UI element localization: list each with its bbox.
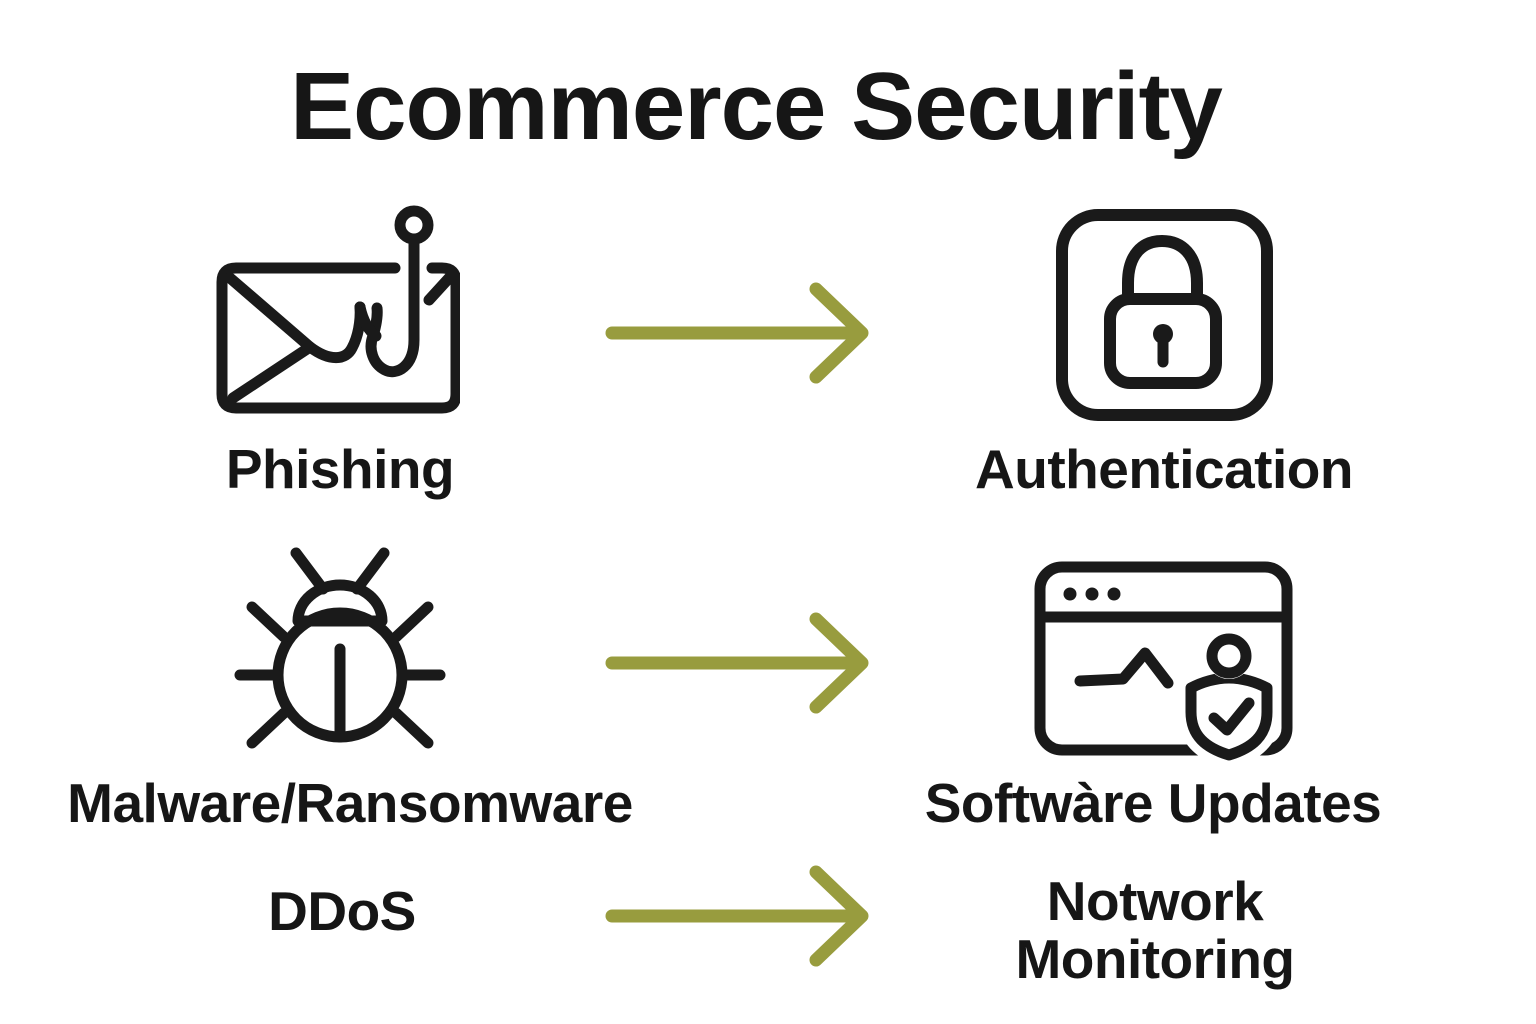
browser-update-shield-icon [1030, 555, 1300, 775]
solution-label-software-updates: Softwàre Updates [924, 772, 1382, 834]
fish-hook [365, 233, 420, 377]
phishing-email-hook-icon [200, 190, 460, 440]
page-title: Ecommerce Security [290, 53, 1223, 160]
solution-label-network-monitoring: Notwork Monitoring [1015, 870, 1295, 990]
arrow-right-icon [598, 275, 870, 387]
bug-antennae [290, 547, 390, 595]
bug-icon [230, 545, 450, 765]
threat-label-ddos: DDoS [268, 880, 416, 942]
browser-dot [1063, 587, 1077, 601]
threat-label-phishing: Phishing [225, 438, 455, 500]
padlock-icon [1040, 195, 1290, 435]
lock-body [1104, 293, 1222, 389]
arrow-right-icon [598, 605, 870, 717]
browser-window [1034, 561, 1293, 756]
browser-dot [1085, 587, 1099, 601]
envelope-fold-right [423, 271, 456, 306]
threat-label-malware: Malware/Ransomware [67, 772, 633, 834]
browser-dot [1107, 587, 1121, 601]
shield [1185, 672, 1273, 761]
shield-top-circle [1206, 633, 1252, 679]
bug-legs-left [234, 601, 290, 749]
envelope-flap [224, 272, 316, 404]
bug-head [292, 579, 388, 627]
lock-shackle [1122, 235, 1203, 305]
bug-legs-right [390, 601, 446, 749]
fishline-curve [304, 301, 366, 364]
hook-barb [354, 301, 382, 342]
check-mark [1208, 697, 1255, 736]
solution-label-authentication: Authentication [975, 438, 1353, 500]
arrow-right-icon [598, 858, 870, 970]
chart-line [1074, 647, 1174, 689]
rounded-square [1056, 209, 1273, 421]
